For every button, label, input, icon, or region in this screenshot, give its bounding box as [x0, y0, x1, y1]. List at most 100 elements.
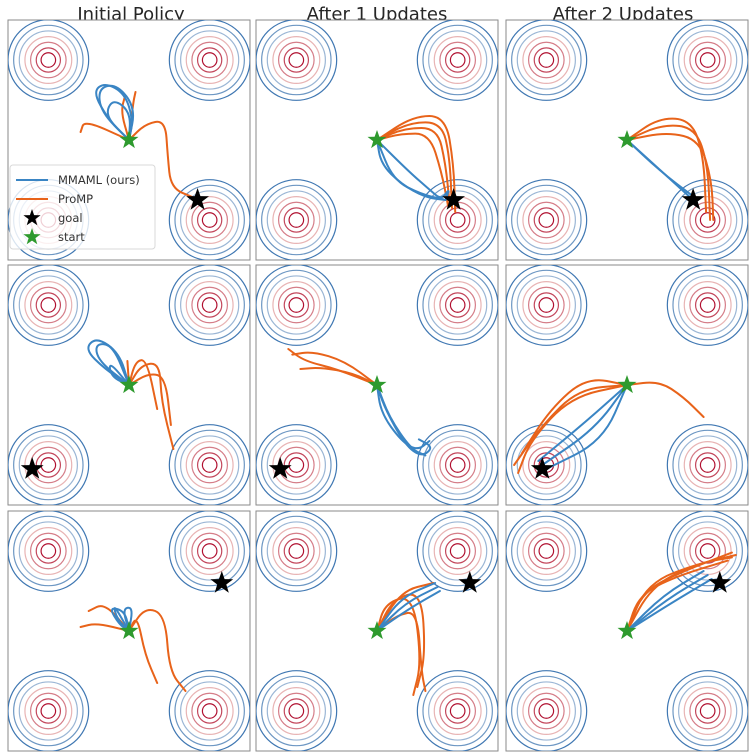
contour-ring-3-5 — [444, 207, 471, 233]
contour-ring-0-6 — [538, 52, 555, 68]
goal-star — [681, 188, 705, 210]
contour-ring-0-5 — [35, 292, 62, 318]
contour-ring-3-5 — [444, 698, 471, 724]
contour-ring-3-2 — [180, 435, 240, 495]
contour-ring-1-5 — [694, 538, 721, 564]
contour-ring-2-4 — [527, 446, 565, 484]
contour-ring-0-6 — [538, 543, 555, 559]
panel-1-0 — [7, 264, 251, 506]
contour-ring-1-3 — [185, 36, 234, 84]
contour-ring-0-4 — [527, 532, 565, 570]
contour-ring-0-2 — [18, 275, 78, 335]
contour-ring-2-2 — [516, 681, 576, 741]
promp-trajectory-0 — [128, 362, 175, 450]
contour-ring-1-5 — [444, 47, 471, 73]
contour-ring-1-6 — [699, 543, 716, 559]
contour-ring-2-0 — [256, 179, 338, 260]
contour-ring-2-4 — [527, 692, 565, 730]
contour-ring-0-3 — [24, 36, 73, 84]
promp-trajectory-2 — [626, 133, 715, 221]
contour-ring-2-0 — [8, 670, 90, 751]
contour-ring-1-4 — [439, 286, 477, 324]
panel-1-1 — [255, 264, 499, 506]
contour-ring-3-1 — [422, 675, 493, 747]
contour-ring-3-5 — [196, 452, 223, 478]
contour-ring-1-5 — [196, 538, 223, 564]
contour-ring-1-0 — [666, 265, 748, 346]
contour-ring-1-5 — [196, 47, 223, 73]
contour-ring-3-5 — [444, 452, 471, 478]
contour-ring-2-5 — [283, 698, 310, 724]
contour-ring-2-4 — [527, 201, 565, 239]
contour-ring-0-1 — [261, 515, 332, 587]
contour-ring-1-3 — [185, 527, 234, 575]
contour-ring-1-6 — [699, 297, 716, 313]
contour-ring-0-0 — [256, 265, 338, 346]
contour-ring-3-5 — [196, 698, 223, 724]
contour-ring-2-2 — [266, 190, 326, 250]
contour-ring-3-5 — [196, 207, 223, 233]
contour-ring-1-5 — [196, 292, 223, 318]
contour-ring-0-4 — [277, 532, 315, 570]
contour-ring-0-0 — [8, 511, 90, 592]
contour-ring-3-1 — [672, 429, 743, 501]
contour-ring-1-2 — [180, 30, 240, 90]
contour-ring-3-1 — [672, 675, 743, 747]
contour-ring-0-1 — [261, 269, 332, 341]
contour-ring-2-1 — [261, 675, 332, 747]
contour-ring-3-6 — [201, 457, 218, 473]
goal-star — [186, 188, 209, 210]
contour-ring-2-0 — [256, 670, 338, 751]
contour-ring-2-2 — [18, 435, 78, 495]
legend-label-mmaml: MMAML (ours) — [58, 173, 140, 187]
legend-label-goal: goal — [58, 211, 83, 225]
contour-ring-2-6 — [288, 212, 305, 228]
start-star — [617, 375, 637, 394]
contour-ring-0-0 — [506, 20, 588, 101]
contour-ring-3-1 — [174, 184, 245, 256]
contour-ring-3-6 — [699, 212, 716, 228]
contour-ring-1-6 — [201, 52, 218, 68]
contour-ring-2-3 — [24, 441, 73, 489]
contour-ring-1-2 — [428, 30, 488, 90]
contour-ring-1-4 — [191, 286, 229, 324]
panel-plot-area — [256, 265, 498, 505]
contour-ring-1-3 — [433, 281, 482, 329]
contour-ring-3-0 — [168, 670, 250, 751]
panel-plot-area — [506, 511, 748, 751]
contour-ring-0-6 — [538, 297, 555, 313]
goal-star — [20, 457, 44, 479]
contour-ring-0-1 — [13, 24, 84, 96]
contour-ring-1-1 — [422, 269, 493, 341]
contour-ring-0-3 — [24, 527, 73, 575]
contour-ring-2-5 — [533, 452, 560, 478]
contour-ring-0-6 — [40, 52, 57, 68]
contour-ring-3-3 — [185, 687, 234, 735]
contour-ring-3-2 — [428, 190, 488, 250]
contour-ring-3-5 — [694, 207, 721, 233]
contour-ring-2-1 — [511, 675, 582, 747]
panel-0-1 — [255, 19, 499, 261]
mmaml-trajectory-1 — [95, 343, 130, 386]
contour-ring-1-3 — [433, 527, 482, 575]
contour-ring-2-6 — [288, 703, 305, 719]
contour-ring-0-5 — [283, 47, 310, 73]
contour-ring-3-3 — [683, 441, 732, 489]
panel-plot-area — [506, 20, 748, 260]
contour-ring-0-1 — [13, 515, 84, 587]
contour-ring-1-0 — [168, 20, 250, 101]
goal-star — [442, 188, 465, 210]
contour-ring-2-0 — [256, 424, 338, 505]
contour-ring-3-2 — [678, 190, 738, 250]
contour-ring-1-1 — [174, 24, 245, 96]
contour-ring-1-3 — [683, 36, 732, 84]
promp-trajectory-3 — [626, 556, 733, 632]
promp-trajectory-1 — [128, 120, 195, 199]
contour-ring-0-6 — [40, 297, 57, 313]
legend-swatch-goal — [23, 209, 41, 226]
contour-ring-0-0 — [506, 511, 588, 592]
legend-frame — [9, 164, 156, 250]
contour-ring-3-2 — [180, 190, 240, 250]
start-star — [367, 130, 387, 149]
contour-ring-3-4 — [439, 446, 477, 484]
